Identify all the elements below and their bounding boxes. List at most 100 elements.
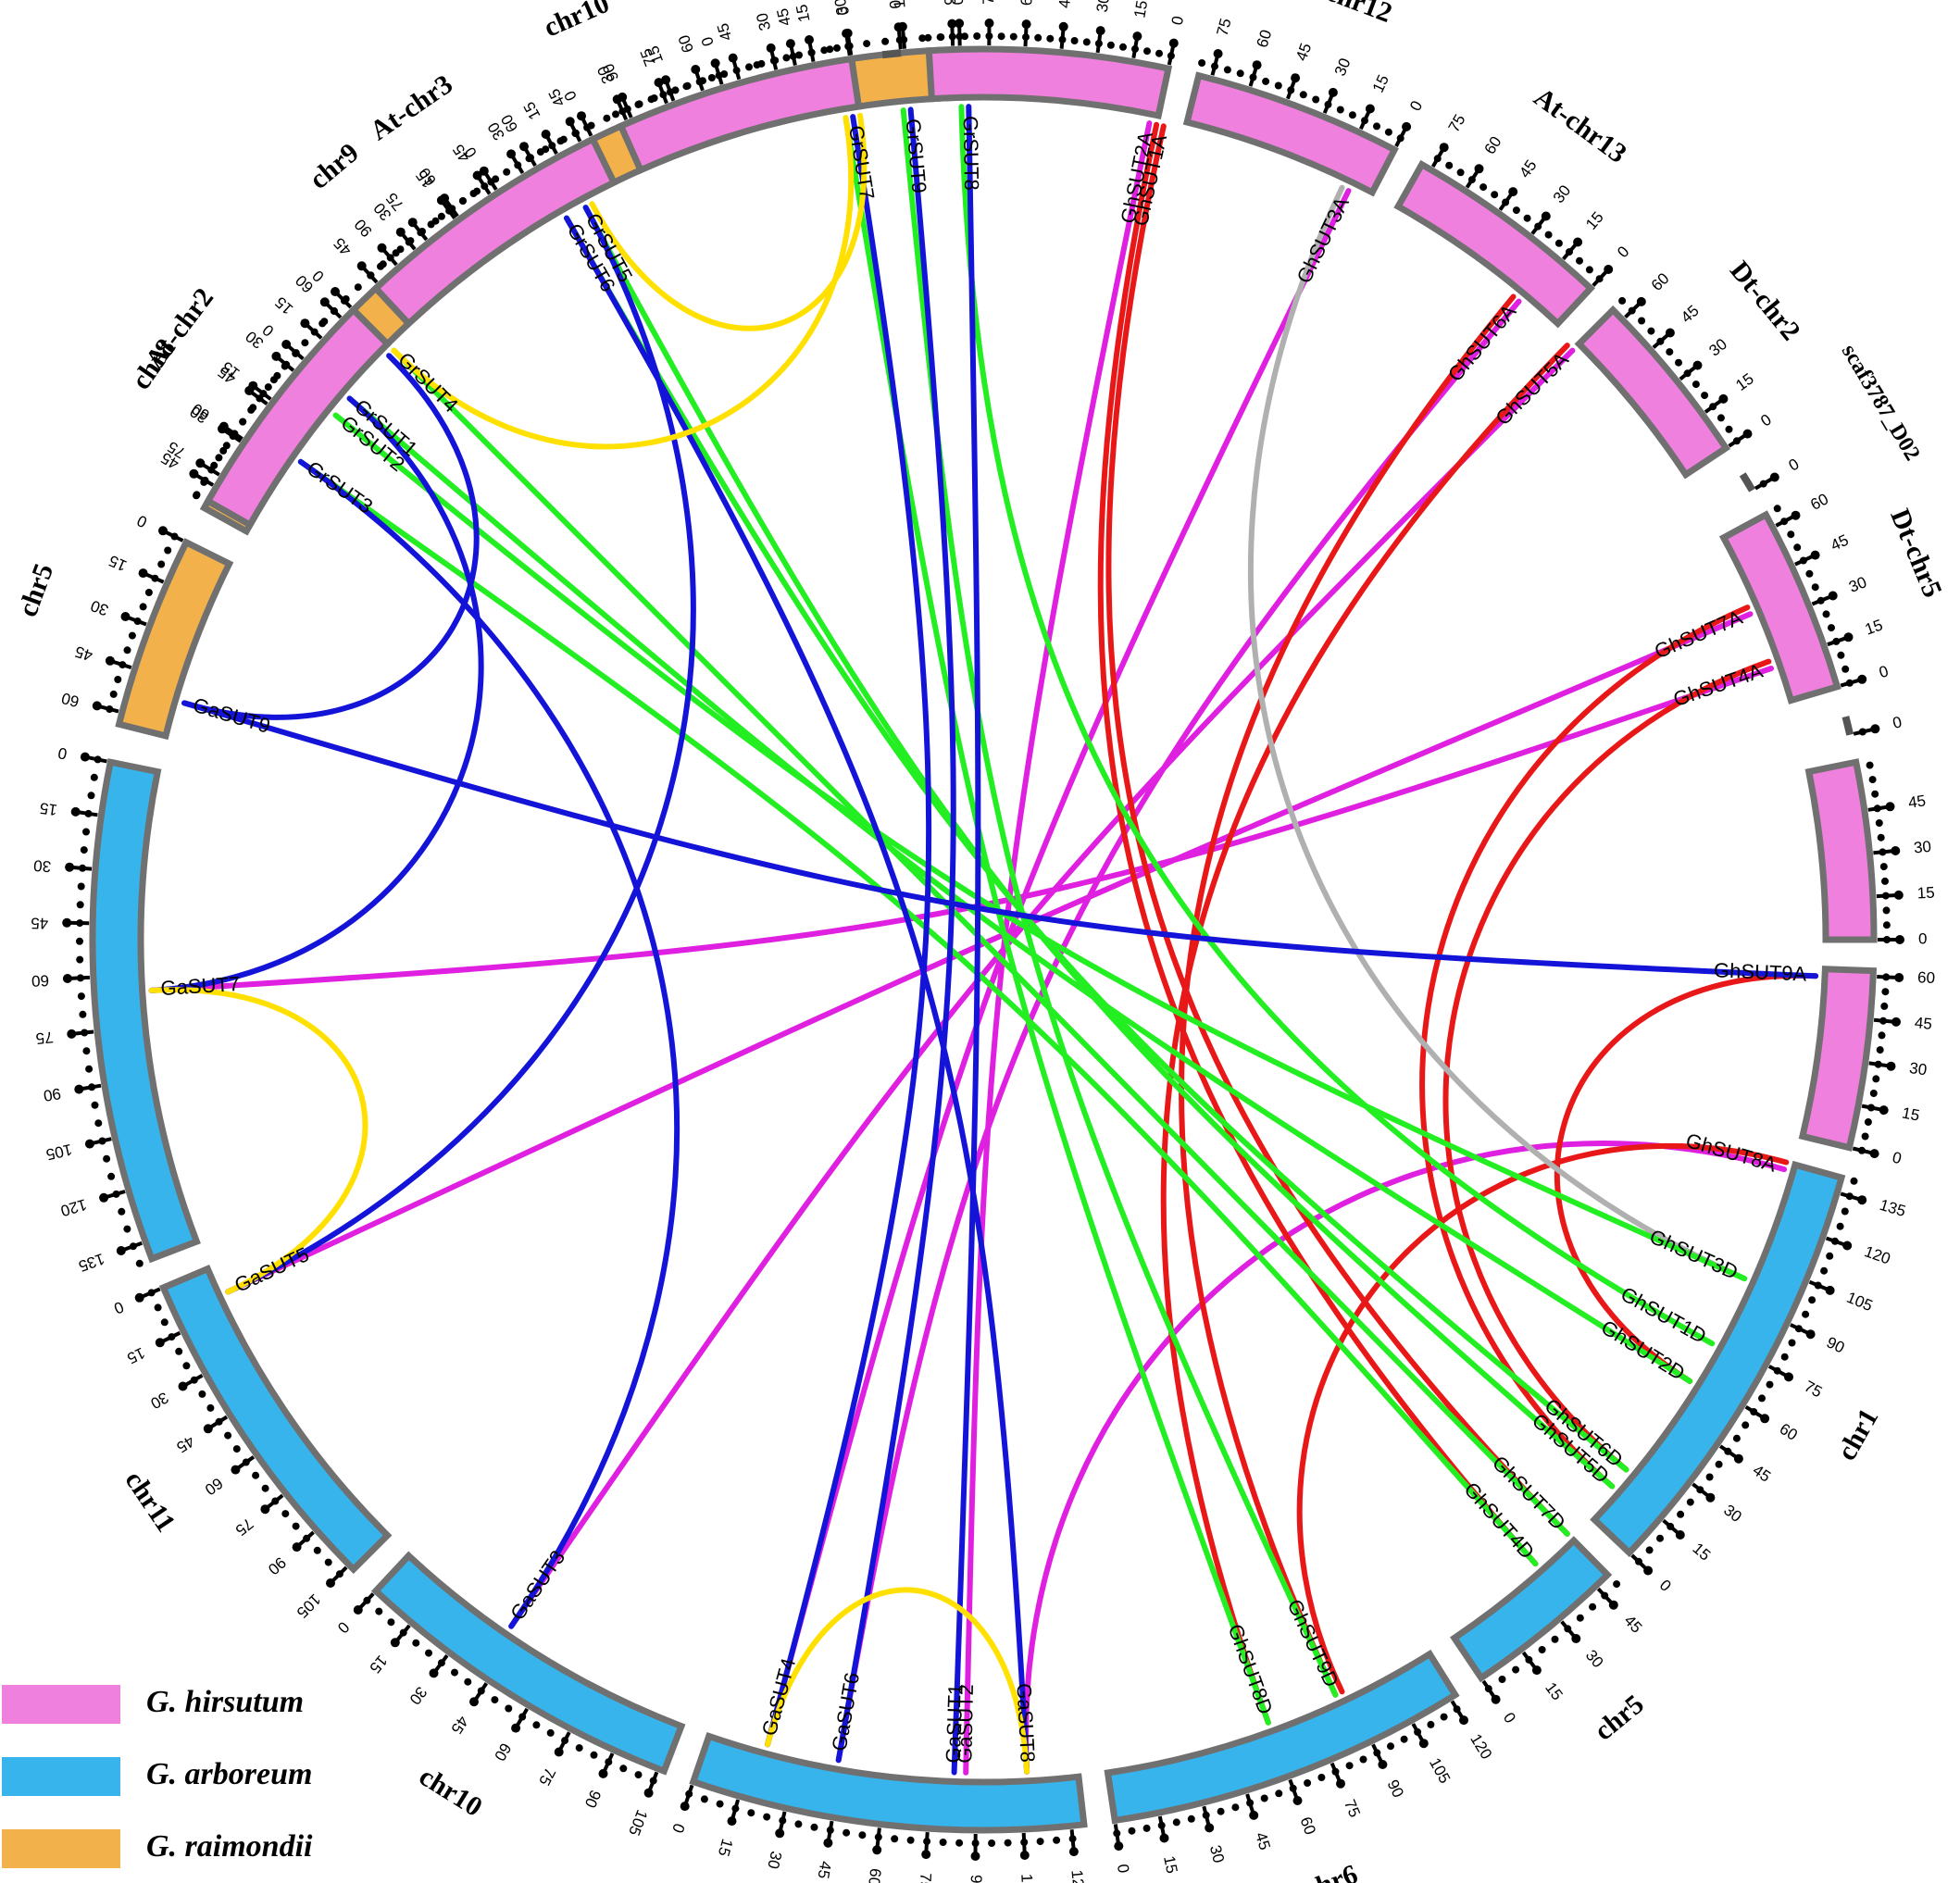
minor-tick (492, 175, 500, 183)
minor-tick (80, 846, 88, 854)
tick-dot (479, 166, 489, 176)
tick-label: 30 (764, 1850, 785, 1871)
minor-tick (695, 78, 704, 86)
tick-label: 15 (890, 0, 909, 9)
minor-tick (387, 1618, 395, 1627)
minor-tick (320, 318, 329, 326)
tick-dot (1508, 187, 1518, 197)
chromosome-s1: 0scaf1220_A05 (881, 0, 905, 59)
minor-tick (845, 42, 854, 50)
link-10 (1160, 343, 1570, 1726)
tick-dot (654, 78, 664, 88)
gene-label-grsut9: GrSUT9 (902, 118, 931, 194)
minor-tick (87, 792, 95, 800)
minor-tick (936, 33, 944, 42)
tick-dot (1843, 632, 1854, 642)
tick-label: 120 (1467, 1731, 1495, 1763)
tick-dot (1292, 1796, 1303, 1805)
tick-dot (643, 1788, 654, 1798)
gene-label-ghsut5a: GhSUT5A (1491, 347, 1573, 430)
minor-tick (924, 33, 932, 42)
tick-label: 60 (1648, 269, 1673, 294)
minor-tick (160, 1318, 169, 1327)
minor-tick (769, 56, 778, 65)
minor-tick (1304, 1779, 1312, 1787)
tick-dot (1459, 1715, 1468, 1726)
tick-label: 0 (1786, 455, 1803, 475)
minor-tick (1217, 1807, 1225, 1815)
legend-swatch (2, 1685, 120, 1724)
gene-label-grsut8: GrSUT8 (959, 116, 983, 191)
minor-tick (79, 864, 87, 872)
tick-label: 135 (1878, 1196, 1908, 1220)
minor-tick (1850, 1177, 1858, 1185)
minor-tick (795, 51, 803, 59)
minor-tick (1675, 358, 1682, 367)
minor-tick (546, 1728, 555, 1737)
minor-tick (76, 919, 84, 928)
minor-tick (659, 91, 668, 99)
tick-dot (577, 111, 586, 121)
minor-tick (1289, 1784, 1297, 1792)
link-19 (564, 215, 1629, 1473)
minor-tick (1246, 1799, 1255, 1807)
tick-dot (1402, 121, 1412, 131)
tick-dot (785, 39, 795, 49)
minor-tick (139, 603, 147, 611)
tick-label: 0 (668, 1821, 688, 1835)
minor-tick (1113, 1829, 1121, 1838)
chromosome-bar (1590, 1160, 1846, 1558)
chromosome-label: Dt-chr13 (1956, 1020, 1960, 1129)
minor-tick (88, 1083, 96, 1091)
minor-tick (1373, 1749, 1381, 1757)
tick-label: 120 (1862, 1242, 1892, 1267)
minor-tick (271, 1497, 280, 1505)
tick-label: 135 (76, 1250, 106, 1275)
tick-label: 30 (1550, 181, 1575, 206)
tick-dot (1857, 1195, 1867, 1205)
minor-tick (135, 1259, 144, 1267)
tick-dot (511, 1723, 521, 1733)
minor-tick (1877, 833, 1885, 842)
minor-tick (923, 1838, 931, 1846)
minor-tick (1022, 33, 1030, 42)
minor-tick (1576, 1614, 1584, 1622)
tick-label: 45 (449, 141, 473, 165)
minor-tick (1433, 155, 1442, 163)
tick-label: 75 (980, 0, 997, 5)
tick-dot (1870, 724, 1880, 734)
tick-dot (1643, 1565, 1654, 1576)
tick-dot (1095, 26, 1105, 36)
tick-label: 60 (31, 971, 50, 990)
link-16 (958, 104, 1716, 1347)
chromosome-bar (1393, 159, 1596, 329)
tick-label: 30 (406, 1683, 431, 1708)
tick-dot (353, 1605, 363, 1615)
minor-tick (281, 1510, 290, 1518)
tick-dot (984, 19, 994, 28)
minor-tick (1647, 327, 1655, 335)
minor-tick (1802, 1310, 1810, 1318)
tick-label: 60 (1017, 0, 1036, 6)
minor-tick (1881, 877, 1889, 885)
tick-dot (1825, 1285, 1835, 1295)
tick-label: 45 (73, 642, 95, 665)
tick-dot (195, 458, 206, 468)
minor-tick (1512, 206, 1520, 215)
minor-tick (94, 1119, 103, 1128)
tick-label: 0 (56, 743, 69, 763)
minor-tick (175, 1347, 183, 1355)
tick-dot (1894, 973, 1904, 982)
minor-tick (1260, 1794, 1268, 1802)
tick-label: 0 (1891, 1149, 1904, 1168)
minor-tick (1262, 77, 1270, 85)
minor-tick (239, 418, 247, 426)
legend-label: G. raimondii (146, 1829, 313, 1864)
minor-tick (437, 1659, 445, 1667)
minor-tick (1525, 1655, 1533, 1664)
minor-tick (106, 705, 114, 713)
minor-tick (261, 1484, 269, 1492)
tick-dot (1885, 802, 1895, 812)
